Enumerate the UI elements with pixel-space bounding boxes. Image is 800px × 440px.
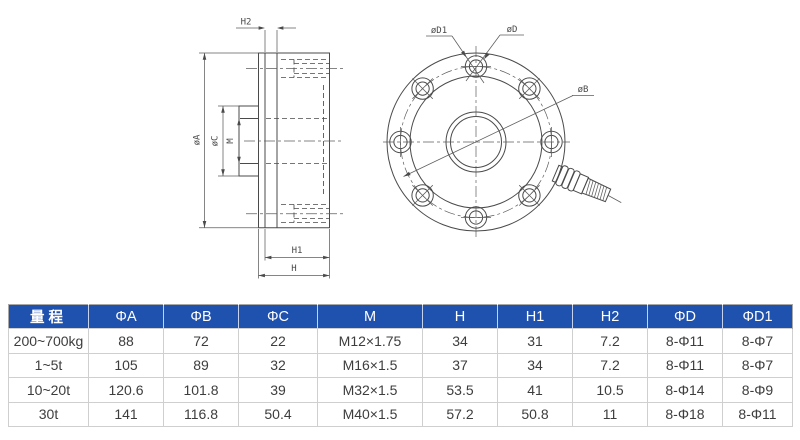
- table-cell: 8-Φ18: [647, 401, 723, 427]
- table-cell: 53.5: [422, 377, 498, 403]
- table-cell: 34: [422, 328, 498, 354]
- column-header-h2: H2: [572, 304, 648, 329]
- table-cell: 8-Φ7: [722, 328, 793, 354]
- column-header-range: 量程: [8, 304, 89, 329]
- table-cell: 105: [88, 352, 164, 378]
- dim-label-h: H: [291, 264, 296, 274]
- table-cell: 116.8: [163, 401, 239, 427]
- front-view: øD1 øD øB: [383, 25, 622, 238]
- column-header-h1: H1: [497, 304, 573, 329]
- table-cell: 89: [163, 352, 239, 378]
- table-cell: 32: [238, 352, 318, 378]
- table-cell: 8-Φ7: [722, 352, 793, 378]
- table-cell: 50.8: [497, 401, 573, 427]
- bolt-hole-right: [540, 127, 563, 157]
- table-row: 200~700kg 88 72 22 M12×1.75 34 31 7.2 8-…: [8, 328, 793, 354]
- dim-label-h2: H2: [241, 18, 252, 28]
- column-header-phi-b: ΦB: [163, 304, 239, 329]
- table-cell: 7.2: [572, 352, 648, 378]
- bolt-hole-nw: [411, 77, 434, 100]
- table-cell: 8-Φ11: [647, 352, 723, 378]
- dim-label-m: M: [226, 138, 236, 144]
- table-cell: 34: [497, 352, 573, 378]
- table-cell: 101.8: [163, 377, 239, 403]
- table-cell: 200~700kg: [8, 328, 89, 354]
- table-cell: 11: [572, 401, 648, 427]
- table-cell: M32×1.5: [317, 377, 423, 403]
- bolt-hole-top: [461, 55, 491, 78]
- table-cell: 31: [497, 328, 573, 354]
- table-cell: 141: [88, 401, 164, 427]
- table-cell: 57.2: [422, 401, 498, 427]
- table-cell: 39: [238, 377, 318, 403]
- table-cell: 8-Φ11: [647, 328, 723, 354]
- table-cell: 88: [88, 328, 164, 354]
- bolt-hole-se: [518, 184, 541, 207]
- column-header-m: M: [317, 304, 423, 329]
- table-row: 10~20t 120.6 101.8 39 M32×1.5 53.5 41 10…: [8, 377, 793, 403]
- table-cell: M40×1.5: [317, 401, 423, 427]
- dim-label-h1: H1: [292, 246, 303, 256]
- table-cell: 30t: [8, 401, 89, 427]
- table-cell: 41: [497, 377, 573, 403]
- table-cell: 120.6: [88, 377, 164, 403]
- dim-label-phi-d: øD: [507, 25, 518, 35]
- side-view: øA H2 øC M H1: [193, 18, 344, 279]
- cable-connector: [551, 164, 622, 203]
- table-cell: 72: [163, 328, 239, 354]
- technical-drawing: øA H2 øC M H1: [193, 18, 622, 279]
- table-row: 30t 141 116.8 50.4 M40×1.5 57.2 50.8 11 …: [8, 401, 793, 427]
- bolt-hole-ne: [518, 77, 541, 100]
- dim-label-phi-c: øC: [211, 136, 221, 147]
- bolt-hole-sw: [411, 184, 434, 207]
- bolt-hole-bottom: [461, 206, 491, 229]
- column-header-phi-a: ΦA: [88, 304, 164, 329]
- spec-table: 量程 ΦA ΦB ΦC M H H1 H2 ΦD ΦD1 200~700kg 8…: [8, 304, 793, 427]
- table-row: 1~5t 105 89 32 M16×1.5 37 34 7.2 8-Φ11 8…: [8, 352, 793, 378]
- table-cell: 1~5t: [8, 352, 89, 378]
- dim-label-phi-b: øB: [578, 85, 589, 95]
- table-cell: 10~20t: [8, 377, 89, 403]
- table-cell: 8-Φ14: [647, 377, 723, 403]
- table-cell: 8-Φ9: [722, 377, 793, 403]
- bolt-hole-left: [389, 127, 412, 157]
- column-header-h: H: [422, 304, 498, 329]
- table-cell: 7.2: [572, 328, 648, 354]
- table-cell: 22: [238, 328, 318, 354]
- header-row: 量程 ΦA ΦB ΦC M H H1 H2 ΦD ΦD1: [8, 304, 793, 329]
- table-cell: 50.4: [238, 401, 318, 427]
- column-header-phi-d: ΦD: [647, 304, 723, 329]
- table-cell: 10.5: [572, 377, 648, 403]
- table-cell: M12×1.75: [317, 328, 423, 354]
- column-header-phi-d1: ΦD1: [722, 304, 793, 329]
- table-cell: 8-Φ11: [722, 401, 793, 427]
- column-header-phi-c: ΦC: [238, 304, 318, 329]
- dim-label-phi-a: øA: [193, 134, 203, 145]
- table-cell: 37: [422, 352, 498, 378]
- table-cell: M16×1.5: [317, 352, 423, 378]
- dim-label-phi-d1: øD1: [431, 26, 447, 36]
